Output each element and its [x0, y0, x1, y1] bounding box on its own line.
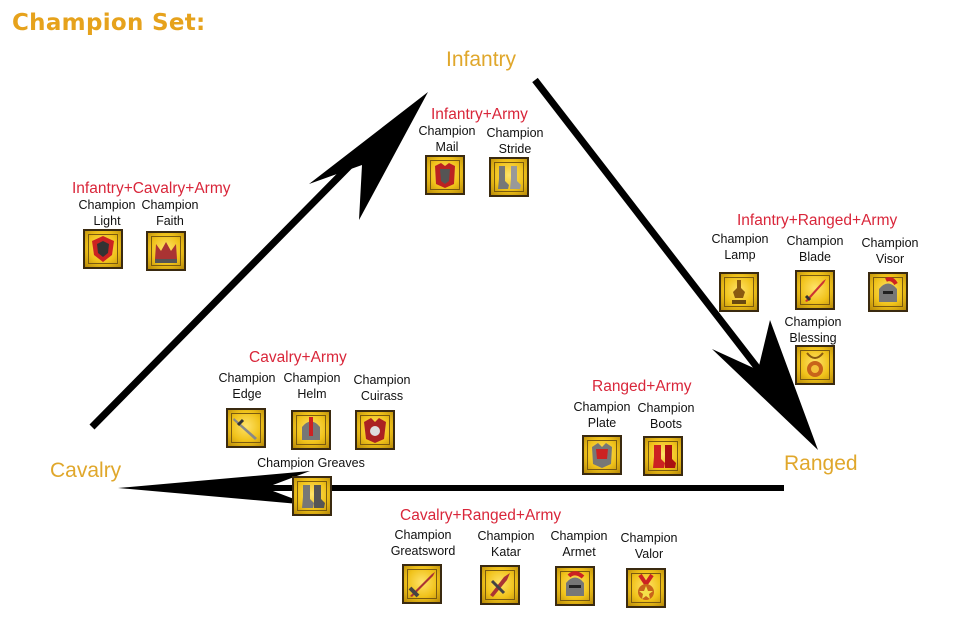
- arrowhead-ranged: [712, 320, 818, 450]
- arrowhead-infantry: [309, 92, 428, 220]
- item-label-champion-faith: Champion Faith: [141, 198, 199, 228]
- lamp-icon[interactable]: [719, 272, 759, 312]
- arrow-cavalry-to-infantry: [89, 132, 383, 430]
- item-label-champion-plate: Champion Plate: [573, 400, 631, 430]
- chest-armor-icon[interactable]: [425, 155, 465, 195]
- boots-icon[interactable]: [643, 436, 683, 476]
- chest-armor-icon[interactable]: [355, 410, 395, 450]
- crown-icon[interactable]: [146, 231, 186, 271]
- group-infantry-cavalry-army: Infantry+Cavalry+Army: [72, 180, 231, 197]
- group-ranged-army: Ranged+Army: [592, 378, 692, 395]
- item-label-champion-mail: Champion Mail: [418, 124, 476, 154]
- item-label-champion-blessing: Champion Blessing: [784, 315, 842, 345]
- group-cavalry-army: Cavalry+Army: [249, 349, 347, 366]
- helmet-icon[interactable]: [868, 272, 908, 312]
- chest-armor-icon[interactable]: [582, 435, 622, 475]
- helmet-icon[interactable]: [555, 566, 595, 606]
- item-label-champion-stride: Champion Stride: [486, 126, 544, 156]
- amulet-icon[interactable]: [795, 345, 835, 385]
- group-infantry-army: Infantry+Army: [431, 106, 528, 123]
- item-label-champion-visor: Champion Visor: [861, 236, 919, 266]
- item-label-champion-boots: Champion Boots: [637, 401, 695, 431]
- item-label-champion-blade: Champion Blade: [786, 234, 844, 264]
- node-ranged: Ranged: [784, 452, 858, 475]
- boots-icon[interactable]: [489, 157, 529, 197]
- medal-icon[interactable]: [626, 568, 666, 608]
- shield-icon[interactable]: [83, 229, 123, 269]
- item-label-champion-greaves: Champion Greaves: [257, 456, 365, 470]
- node-cavalry: Cavalry: [50, 459, 122, 482]
- helmet-icon[interactable]: [291, 410, 331, 450]
- group-cavalry-ranged-army: Cavalry+Ranged+Army: [400, 507, 562, 524]
- arrow-infantry-to-ranged: [532, 77, 793, 413]
- arrowhead-cavalry: [118, 471, 310, 505]
- sword-icon[interactable]: [795, 270, 835, 310]
- katar-icon[interactable]: [480, 565, 520, 605]
- item-label-champion-cuirass: Champion Cuirass: [353, 373, 411, 403]
- page-title: Champion Set:: [12, 10, 206, 36]
- item-label-champion-helm: Champion Helm: [283, 371, 341, 401]
- item-label-champion-light: Champion Light: [78, 198, 136, 228]
- item-label-champion-armet: Champion Armet: [550, 529, 608, 559]
- item-label-champion-katar: Champion Katar: [477, 529, 535, 559]
- boots-icon[interactable]: [292, 476, 332, 516]
- greatsword-icon[interactable]: [402, 564, 442, 604]
- group-infantry-ranged-army: Infantry+Ranged+Army: [737, 212, 898, 229]
- sword-icon[interactable]: [226, 408, 266, 448]
- item-label-champion-valor: Champion Valor: [620, 531, 678, 561]
- item-label-champion-lamp: Champion Lamp: [711, 232, 769, 262]
- node-infantry: Infantry: [446, 48, 517, 71]
- item-label-champion-greatsword: Champion Greatsword: [390, 528, 456, 558]
- item-label-champion-edge: Champion Edge: [218, 371, 276, 401]
